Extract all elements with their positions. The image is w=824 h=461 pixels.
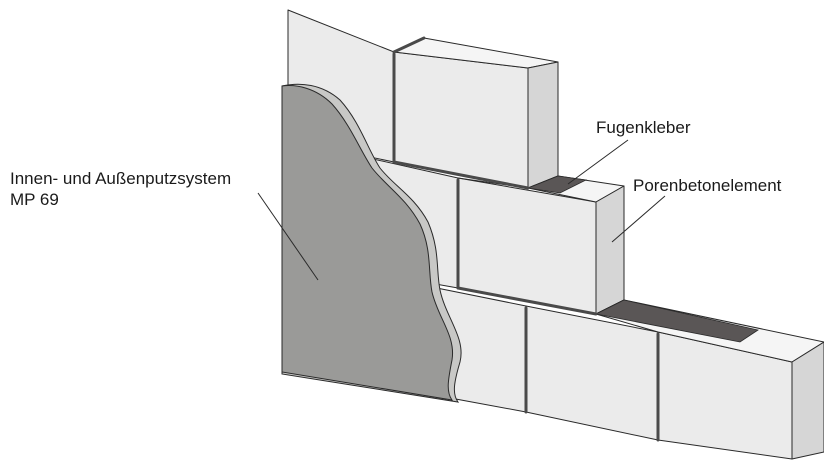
label-plaster-system-line2: MP 69 — [10, 190, 59, 209]
label-aerated-concrete-element: Porenbetonelement — [633, 176, 782, 195]
block-row3-right-side — [791, 341, 824, 460]
leader-adhesive — [567, 139, 629, 185]
block-row1-right-front — [393, 51, 529, 189]
plaster-sheet — [281, 85, 454, 401]
joint-top-edge — [392, 36, 426, 54]
block-row2-right-front — [457, 177, 597, 315]
adhesive-strip-bottom — [594, 299, 760, 343]
block-row1-right-side — [527, 61, 559, 189]
joint-horizontal-row2 — [456, 286, 598, 316]
label-plaster-system-line1: Innen- und Außenputzsystem — [10, 169, 232, 188]
leader-plaster — [257, 192, 319, 281]
block-row2-right-side — [595, 185, 625, 315]
label-joint-adhesive: Fugenkleber — [596, 118, 691, 137]
leader-concrete — [611, 195, 666, 243]
adhesive-strip-top — [526, 175, 588, 194]
joint-horizontal-row1 — [392, 160, 530, 190]
